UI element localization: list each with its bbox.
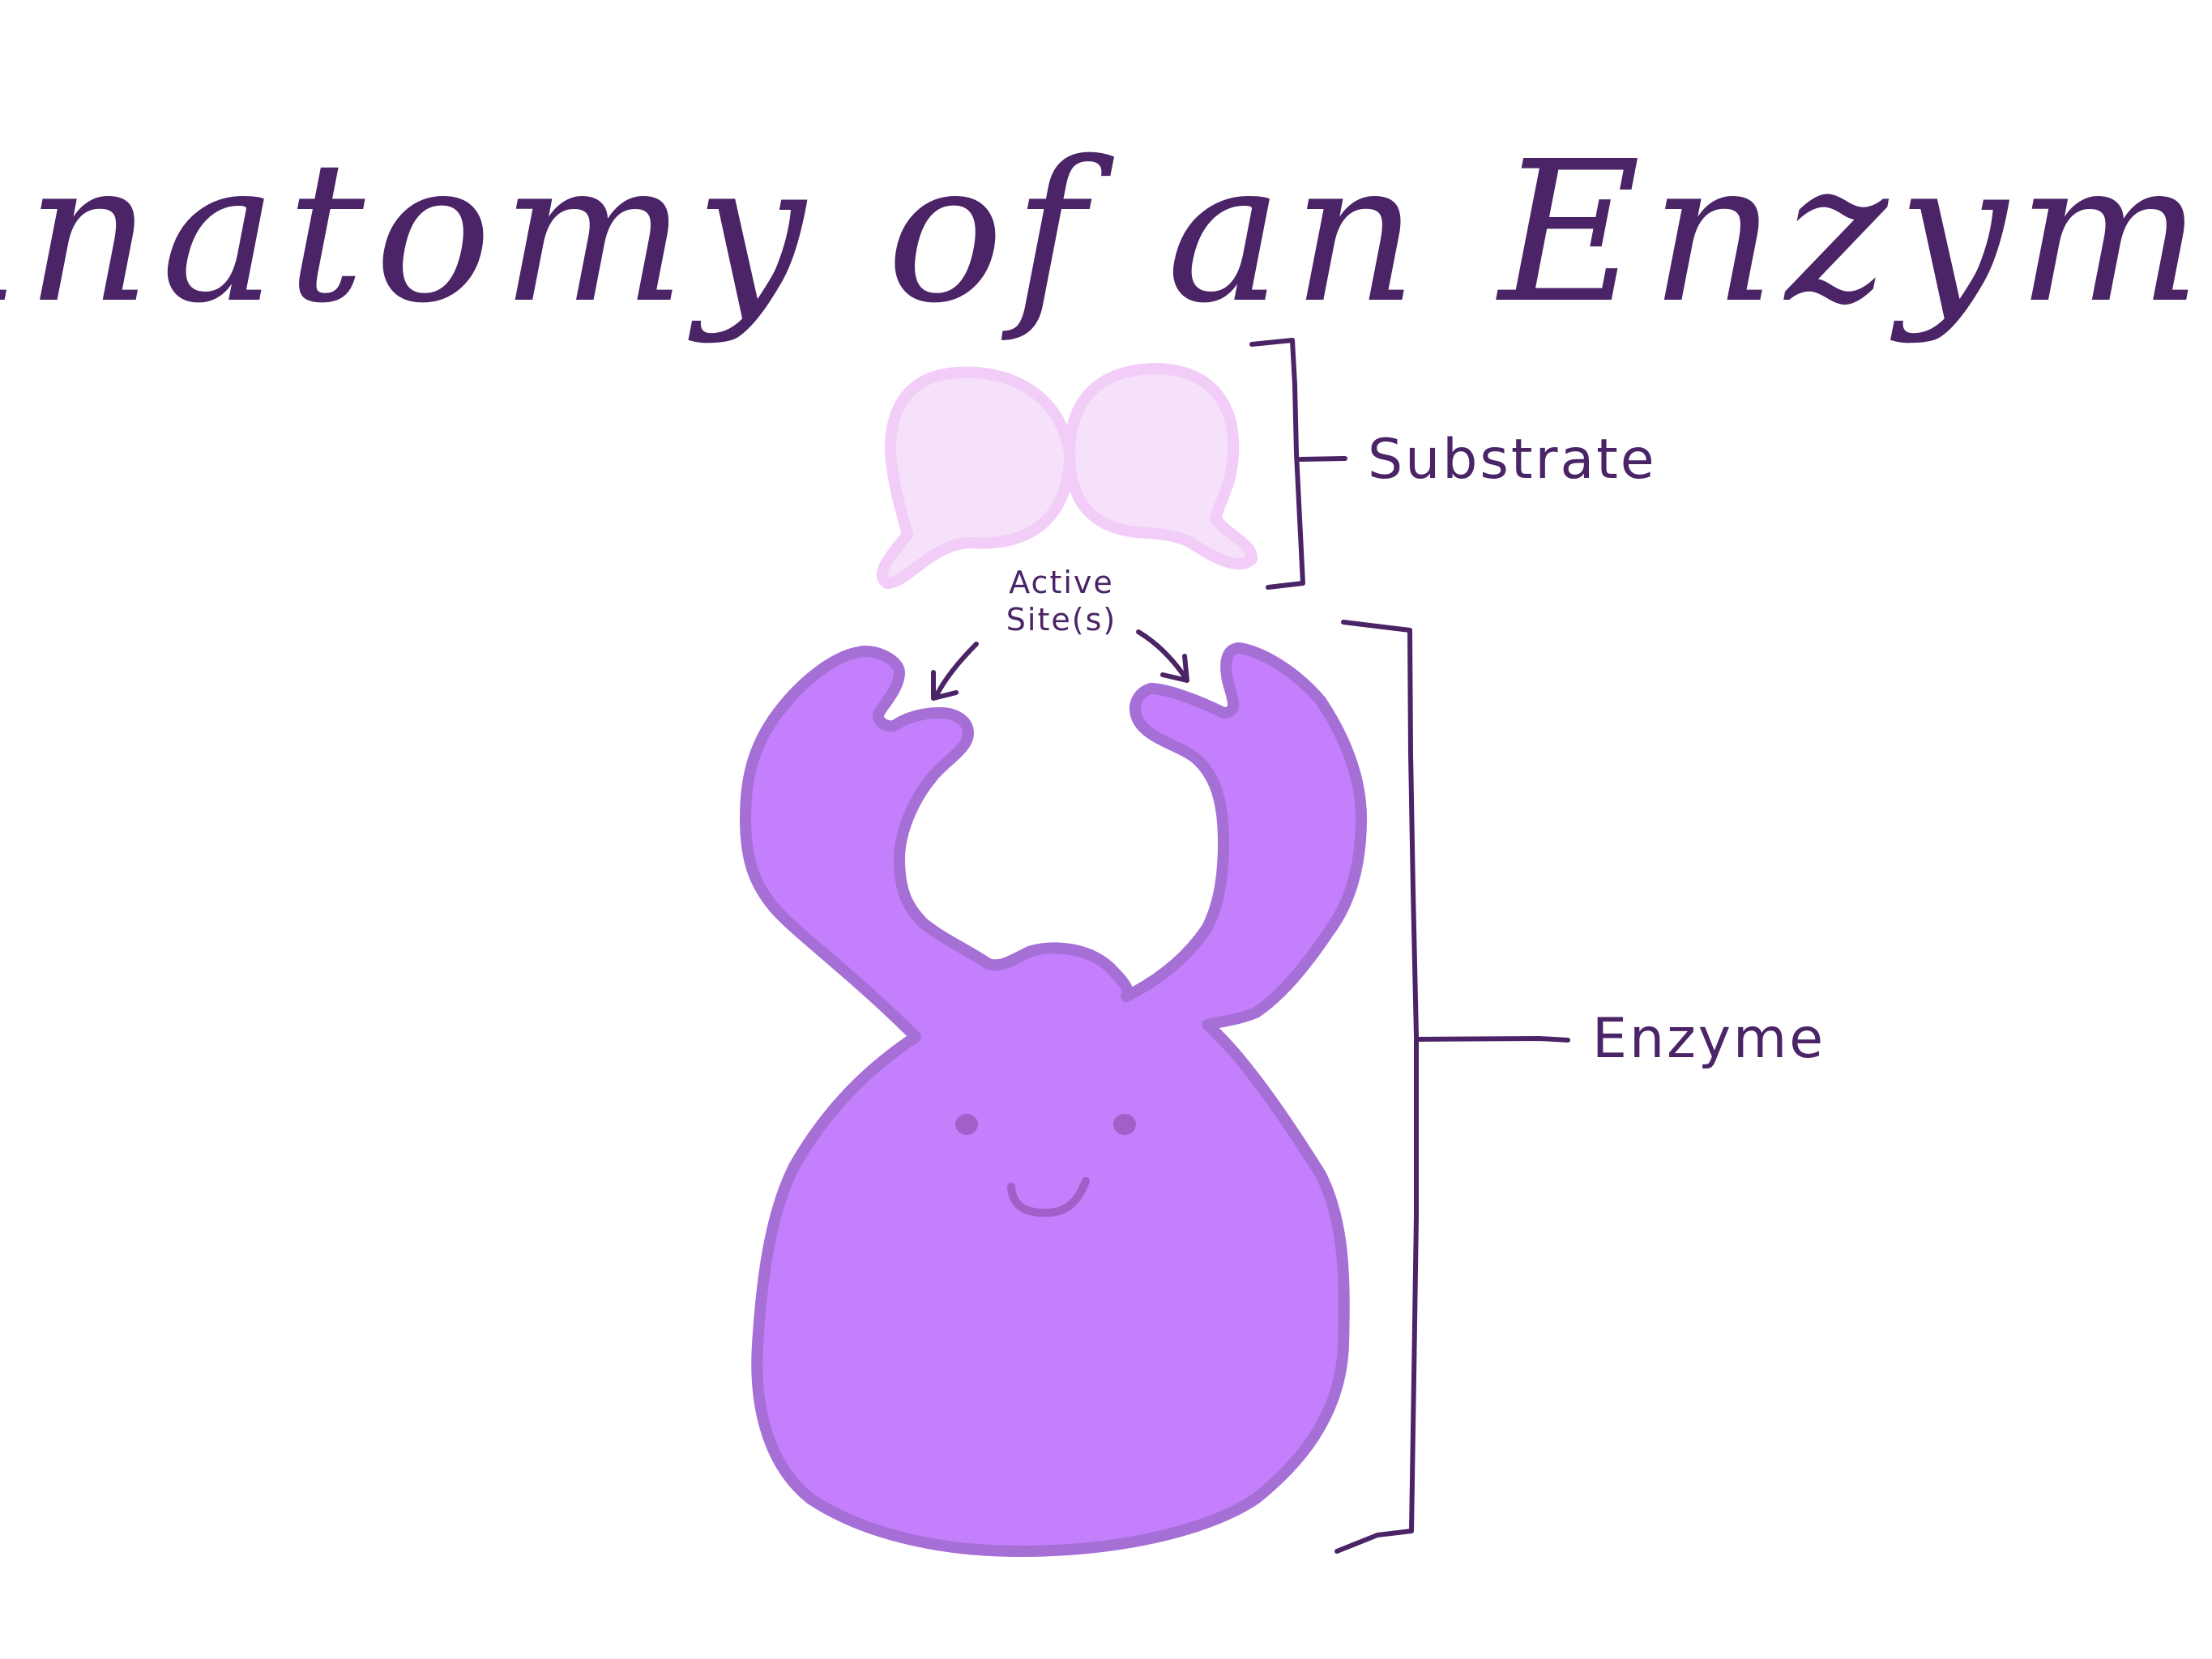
enzyme-bracket — [1334, 620, 1419, 1554]
enzyme-leader-line — [1414, 1036, 1570, 1043]
enzyme-body — [740, 642, 1367, 1557]
substrate-leader-line — [1298, 456, 1347, 462]
enzyme-label: Enzyme — [1592, 1007, 1826, 1071]
enzyme-left-eye — [955, 1114, 978, 1135]
active-site-label-line2: Site(s) — [1006, 602, 1117, 638]
substrate-left-lobe — [877, 366, 1075, 589]
substrate-right-lobe — [1064, 363, 1258, 570]
active-site-arrow-left — [931, 642, 979, 701]
enzyme-right-eye — [1113, 1114, 1136, 1135]
active-site-arrow-right — [1136, 629, 1189, 683]
active-site-label-line1: Active — [1009, 565, 1114, 600]
substrate-bracket — [1249, 338, 1305, 590]
enzyme-illustration — [740, 642, 1367, 1557]
enzyme-smile — [1007, 1177, 1090, 1218]
substrate-label: Substrate — [1368, 428, 1657, 492]
substrate-illustration — [877, 363, 1258, 589]
diagram-title: Anatomy of an Enzyme — [0, 119, 2212, 346]
